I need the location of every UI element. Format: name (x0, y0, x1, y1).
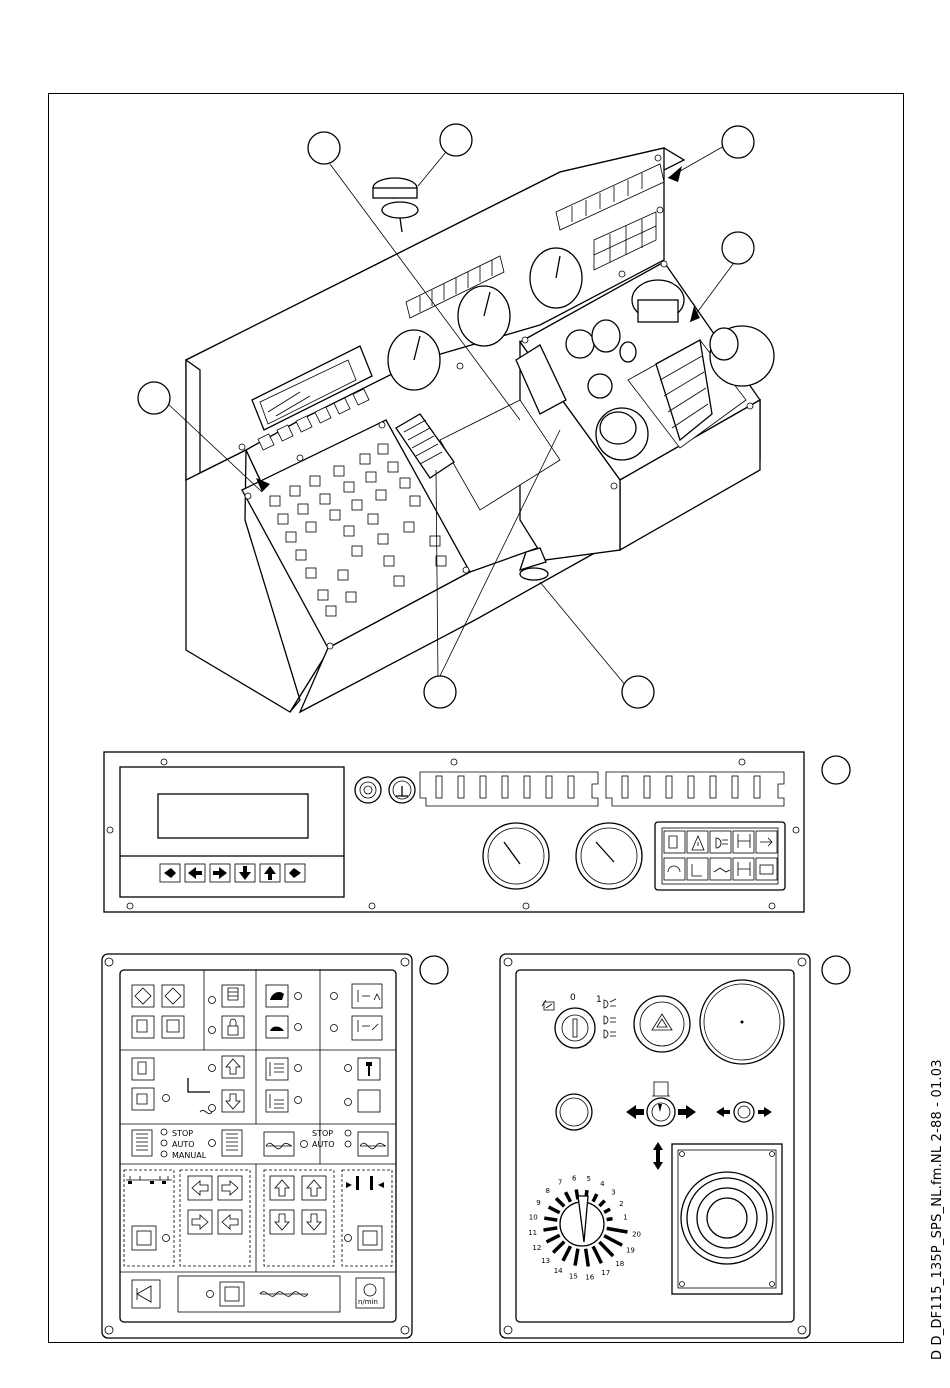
callout-dashboard (822, 756, 850, 784)
dial-number: 17 (601, 1269, 610, 1277)
dial-number: 13 (541, 1257, 550, 1265)
dial-number: 1 (623, 1213, 627, 1221)
mode2-label-auto: AUTO (312, 1140, 335, 1149)
dial-tick (607, 1219, 613, 1220)
callout-control-panel (822, 956, 850, 984)
dial-number: 7 (558, 1179, 562, 1187)
callout-top-right (722, 126, 754, 158)
dial-number: 11 (528, 1229, 537, 1237)
dial-number: 9 (536, 1199, 540, 1207)
round-pushbutton (556, 1094, 592, 1130)
dial-number: 10 (529, 1213, 538, 1221)
dial-number: 16 (585, 1273, 594, 1281)
dial-number: 20 (632, 1231, 641, 1239)
control-panel: 0 1 (500, 954, 810, 1338)
callout-top-left (308, 132, 340, 164)
dial-tick (544, 1218, 557, 1220)
dial-number: 3 (611, 1189, 615, 1197)
document-code: D D_DF115_135P_SPS_NL.fm.NL 2-88 - 01.03 (930, 1059, 945, 1360)
dial-number: 6 (572, 1175, 577, 1183)
warning-lights-panel (655, 822, 785, 890)
dial-number: 8 (546, 1187, 550, 1195)
mode2-label-stop: STOP (312, 1129, 333, 1138)
dial-number: 12 (532, 1244, 541, 1252)
hazard-button (634, 996, 690, 1052)
mode-label-stop: STOP (172, 1129, 193, 1138)
callout-top-center (440, 124, 472, 156)
callout-left-keypad (138, 382, 170, 414)
callout-right-joystick (722, 232, 754, 264)
isometric-console (166, 146, 774, 712)
gauge-left (483, 823, 549, 889)
key-pos-1: 1 (596, 995, 602, 1005)
dial-number: 14 (554, 1267, 563, 1275)
ignition-indicator (355, 777, 381, 803)
dashboard-panel (104, 752, 804, 912)
fuel-indicator (389, 777, 415, 803)
dial-number: 5 (587, 1175, 591, 1183)
key-pos-0: 0 (570, 993, 576, 1003)
mode-label-manual: MANUAL (172, 1151, 207, 1160)
rpm-label: n/min (358, 1298, 378, 1306)
emergency-stop (700, 980, 784, 1064)
mode-label-auto: AUTO (172, 1140, 195, 1149)
switch-strip-left (420, 772, 598, 806)
keypad-panel: STOP AUTO MANUAL STOP AUTO (102, 954, 412, 1338)
dial-number: 15 (569, 1273, 578, 1281)
dial-number: 2 (619, 1200, 623, 1208)
callout-keypad (420, 956, 448, 984)
dial-number: 18 (615, 1260, 624, 1268)
callout-bottom-right (622, 676, 654, 708)
joystick (653, 1142, 782, 1294)
dial-tick (543, 1228, 557, 1230)
gauge-right (576, 823, 642, 889)
callout-bottom-left (424, 676, 456, 708)
dial-number: 4 (600, 1180, 605, 1188)
switch-strip-right (606, 772, 784, 806)
dial-number: 19 (626, 1247, 635, 1255)
